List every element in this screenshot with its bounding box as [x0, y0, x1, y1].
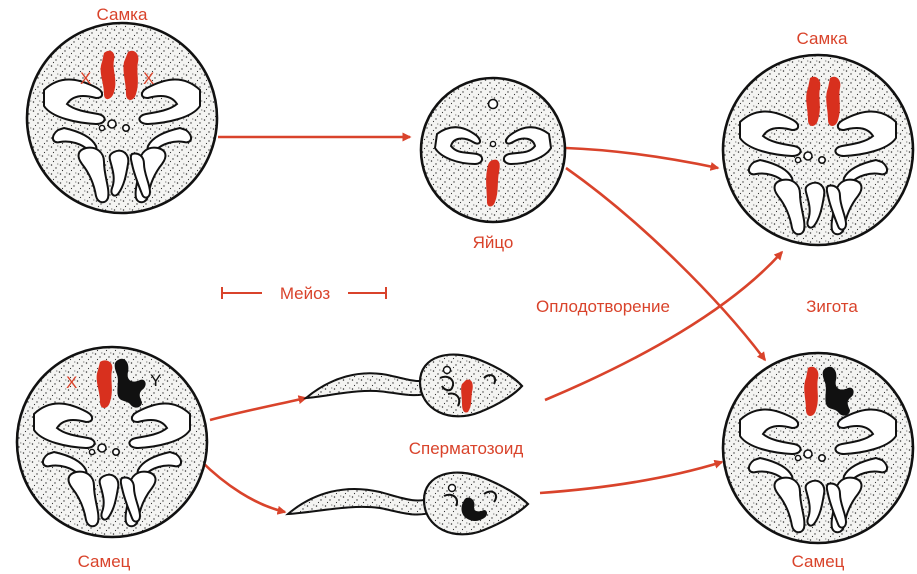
sperm-y	[288, 473, 528, 535]
chromosome-letter-x: X	[80, 69, 91, 88]
male-zygote-cell	[723, 353, 913, 543]
arrow-y-sperm-to-male-zygote	[540, 462, 722, 493]
label-meiosis: Мейоз	[280, 284, 331, 303]
label-female-parent: Самка	[97, 5, 148, 24]
female-zygote-cell	[723, 55, 913, 245]
label-sperm: Сперматозоид	[409, 439, 524, 458]
egg-cell	[421, 78, 565, 222]
arrow-egg-to-female-zygote	[566, 148, 718, 168]
arrow-male-to-y-sperm	[200, 460, 285, 512]
label-fertilization: Оплодотворение	[536, 297, 670, 316]
arrow-x-sperm-to-female-zygote	[545, 252, 782, 400]
chromosome-letter-y: Y	[150, 371, 161, 390]
male-parent-cell	[17, 347, 207, 537]
label-zygote: Зигота	[806, 297, 858, 316]
arrow-male-to-x-sperm	[210, 398, 306, 420]
label-egg: Яйцо	[473, 233, 514, 252]
chromosome-letter-x: X	[66, 373, 77, 392]
label-female-offspring: Самка	[797, 29, 848, 48]
meiosis-marker: Мейоз	[222, 284, 386, 303]
female-parent-cell	[27, 23, 217, 213]
label-male-parent: Самец	[78, 552, 131, 571]
sperm-x	[306, 355, 522, 417]
chromosome-letter-x: X	[143, 69, 154, 88]
label-male-offspring: Самец	[792, 552, 845, 571]
